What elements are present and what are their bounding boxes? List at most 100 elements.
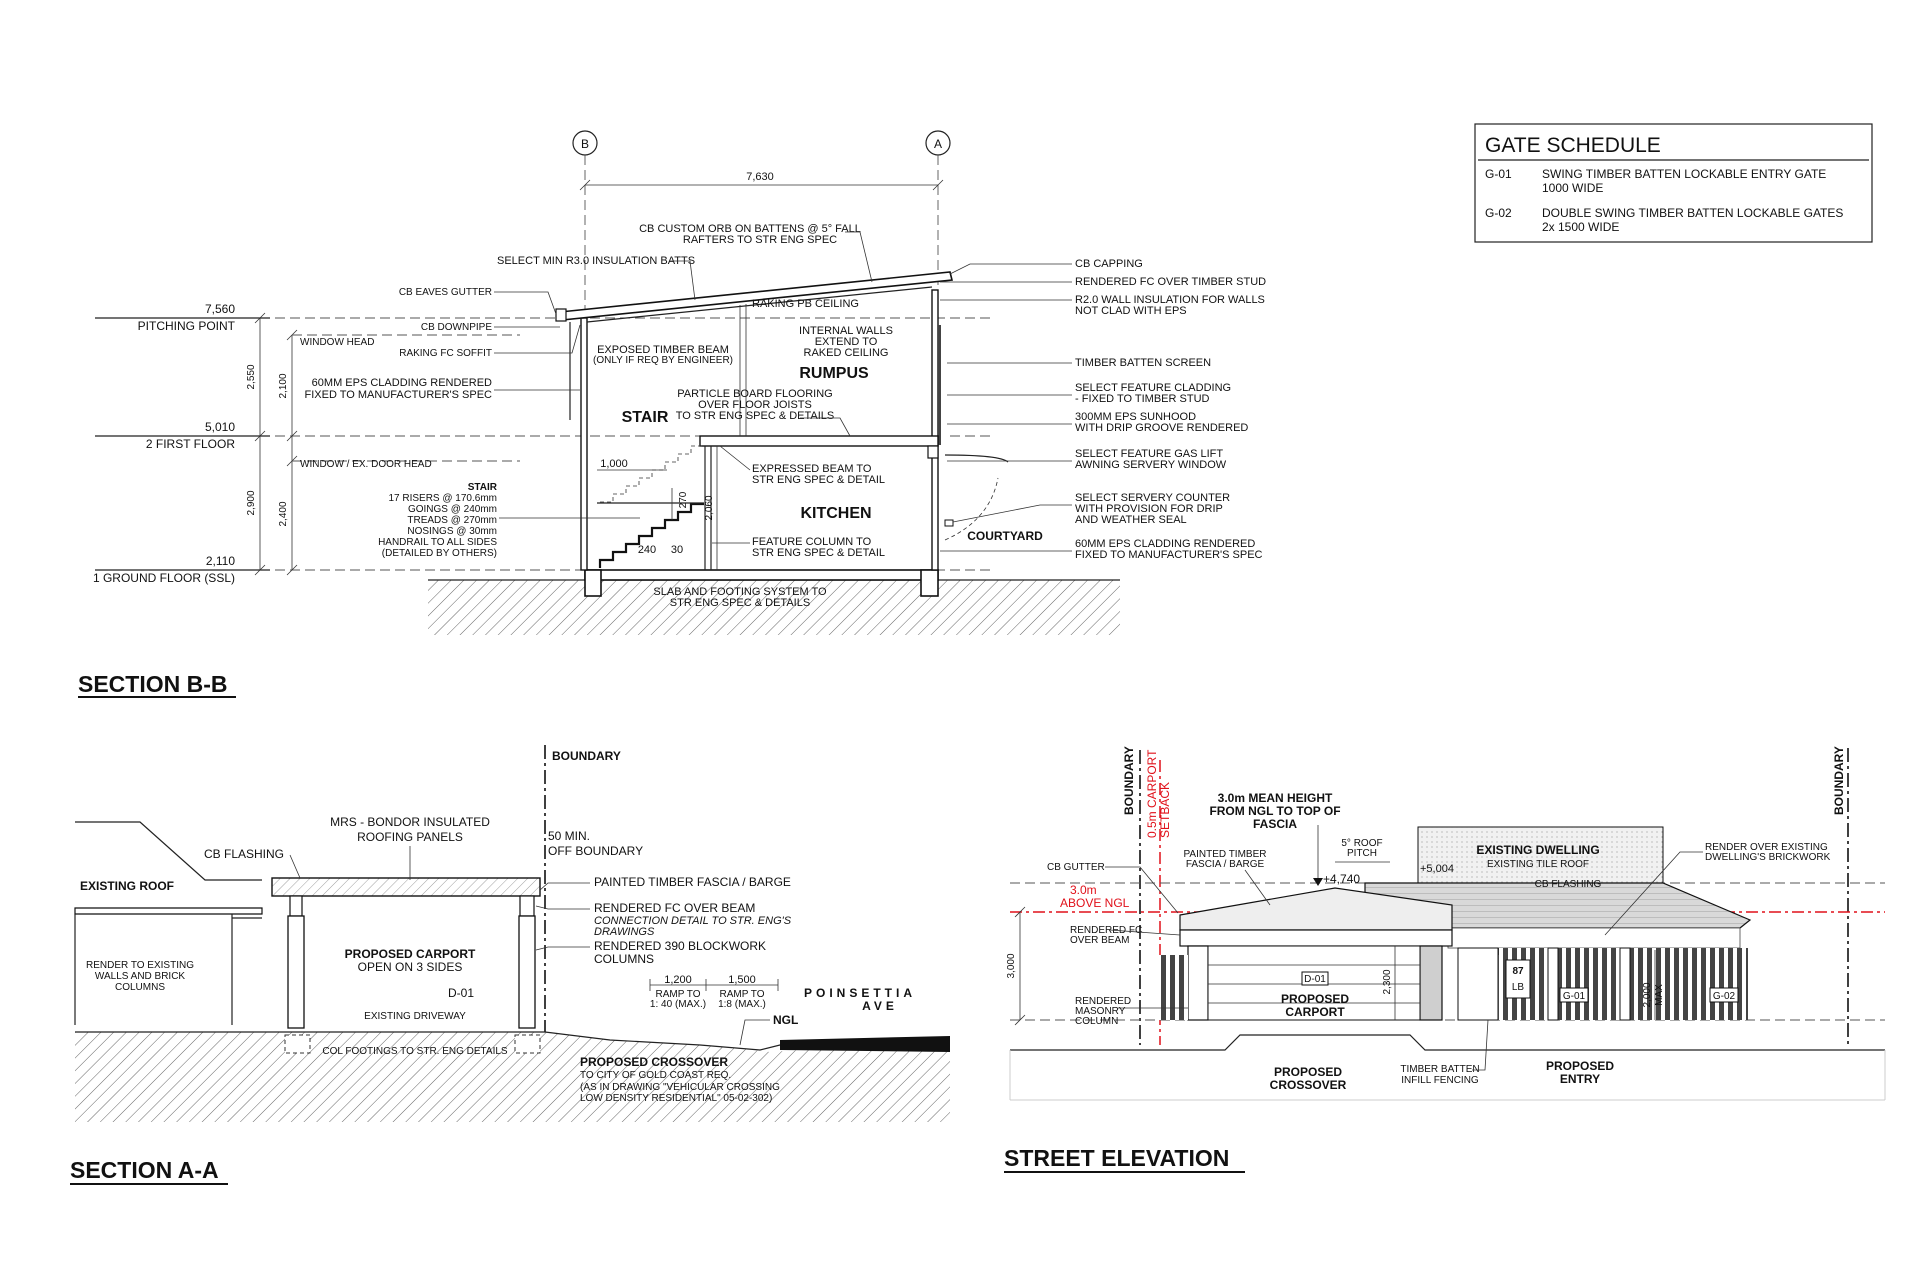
label-entry-2: ENTRY	[1560, 1072, 1600, 1086]
note-feature-column-1: FEATURE COLUMN TO	[752, 536, 872, 548]
note-rendered-fc: RENDERED FC OVER TIMBER STUD	[1075, 276, 1266, 288]
timber-batten-screen	[938, 325, 945, 445]
note-blockwork-1: RENDERED 390 BLOCKWORK	[594, 939, 766, 953]
note-feature-cladding-1: SELECT FEATURE CLADDING	[1075, 382, 1231, 394]
note-cb-flashing-aa: CB FLASHING	[204, 847, 284, 861]
dim-going: 240	[638, 544, 656, 556]
dim-upper-total: 2,550	[246, 364, 257, 389]
stair-treads	[597, 445, 704, 568]
note-roof-2: RAFTERS TO STR ENG SPEC	[683, 234, 837, 246]
note-roofing-2: ROOFING PANELS	[357, 830, 463, 844]
note-eps-right-1: 60MM EPS CLADDING RENDERED	[1075, 538, 1255, 550]
title-section-aa: SECTION A-A	[70, 1157, 219, 1183]
note-infill-fencing-2: INFILL FENCING	[1401, 1075, 1479, 1086]
note-infill-fencing-1: TIMBER BATTEN	[1400, 1064, 1479, 1075]
label-existing-driveway: EXISTING DRIVEWAY	[364, 1011, 466, 1022]
note-painted-fascia-elev-2: FASCIA / BARGE	[1186, 859, 1265, 870]
dim-stair-rise: 270	[678, 491, 689, 508]
room-rumpus: RUMPUS	[799, 365, 869, 382]
note-50-min: 50 MIN.	[548, 829, 590, 843]
dim-lower-window: 2,400	[278, 501, 289, 526]
note-awning-2: AWNING SERVERY WINDOW	[1075, 459, 1227, 471]
label-carport-elev-2: CARPORT	[1285, 1005, 1345, 1019]
note-roof-pitch-2: PITCH	[1347, 848, 1377, 859]
note-connection-2: DRAWINGS	[594, 926, 655, 938]
note-cb-gutter: CB GUTTER	[1047, 862, 1105, 873]
gate-schedule: GATE SCHEDULE G-01 SWING TIMBER BATTEN L…	[1474, 123, 1873, 243]
note-ramp1-a: RAMP TO	[655, 989, 700, 1000]
label-street-ave: AVE	[862, 999, 898, 1013]
note-internal-walls-1: INTERNAL WALLS	[799, 325, 893, 337]
note-col-footings: COL FOOTINGS TO STR. ENG DETAILS	[322, 1046, 508, 1057]
gate-schedule-title: GATE SCHEDULE	[1485, 134, 1661, 157]
label-existing-dwelling: EXISTING DWELLING	[1476, 843, 1599, 857]
dim-nosing: 30	[671, 544, 683, 556]
grid-label-b: B	[581, 137, 589, 151]
note-servery-3: AND WEATHER SEAL	[1075, 514, 1187, 526]
level-value-ground-floor: 2,110	[206, 554, 235, 568]
letterbox-number: 87	[1512, 966, 1524, 977]
gate-desc-g02-line2: 2x 1500 WIDE	[1542, 220, 1619, 234]
note-masonry-1: RENDERED	[1075, 996, 1131, 1007]
section-aa: BOUNDARY EXISTING ROOF RENDER TO EXISTIN…	[70, 745, 951, 1185]
dim-carport-2300: 2,300	[1382, 969, 1393, 994]
note-mean-height-1: 3.0m MEAN HEIGHT	[1218, 791, 1333, 805]
note-feature-column-2: STR ENG SPEC & DETAIL	[752, 547, 885, 559]
label-carport-elev-1: PROPOSED	[1281, 992, 1349, 1006]
tag-gate-g01: G-01	[1563, 991, 1586, 1002]
note-roofing-1: MRS - BONDOR INSULATED	[330, 815, 490, 829]
note-3m-above-ngl-1: 3.0m	[1070, 883, 1097, 897]
note-crossover-2: (AS IN DRAWING "VEHICULAR CROSSING	[580, 1082, 780, 1093]
note-floor-3: TO STR ENG SPEC & DETAILS	[676, 410, 835, 422]
note-painted-fascia-aa: PAINTED TIMBER FASCIA / BARGE	[594, 875, 791, 889]
dim-3000: 3,000	[1006, 953, 1017, 978]
gate-code-g01: G-01	[1485, 167, 1512, 181]
note-render-existing-elev-2: DWELLING'S BRICKWORK	[1705, 852, 1831, 863]
note-stair-detailed: (DETAILED BY OTHERS)	[382, 548, 497, 559]
label-existing-tile-roof: EXISTING TILE ROOF	[1487, 859, 1589, 870]
section-bb: B A 7,630 7,560 PITCHING POINT 5,010 2 F…	[78, 130, 1266, 698]
note-sunhood-1: 300MM EPS SUNHOOD	[1075, 411, 1196, 423]
label-entry-1: PROPOSED	[1546, 1059, 1614, 1073]
note-eps-cladding-2: FIXED TO MANUFACTURER'S SPEC	[305, 389, 493, 401]
level-4740: +4,740	[1323, 872, 1360, 886]
note-stair-handrail: HANDRAIL TO ALL SIDES	[378, 537, 497, 548]
gate-desc-g01-line2: 1000 WIDE	[1542, 181, 1603, 195]
label-crossover-elev-2: CROSSOVER	[1270, 1078, 1347, 1092]
tag-door-d01-elevation: D-01	[1304, 974, 1326, 985]
note-fc-beam-elev-1: RENDERED FC	[1070, 925, 1142, 936]
tag-door-d01-aa: D-01	[448, 986, 474, 1000]
note-exposed-beam-2: (ONLY IF REQ BY ENGINEER)	[593, 355, 733, 366]
ground-hatch	[428, 580, 1120, 635]
letterbox-label: LB	[1512, 982, 1525, 993]
label-proposed-crossover-aa: PROPOSED CROSSOVER	[580, 1055, 728, 1069]
label-setback-2: SETBACK	[1158, 782, 1172, 838]
note-eps-right-2: FIXED TO MANUFACTURER'S SPEC	[1075, 549, 1263, 561]
note-internal-walls-3: RAKED CEILING	[804, 347, 889, 359]
room-stair: STAIR	[622, 409, 669, 426]
note-stair-goings: GOINGS @ 240mm	[408, 504, 497, 515]
street-elevation: BOUNDARY 0.5m CARPORT SETBACK BOUNDARY E…	[1004, 746, 1886, 1173]
note-ramp1-b: 1: 40 (MAX.)	[650, 999, 706, 1010]
note-servery-2: WITH PROVISION FOR DRIP	[1075, 503, 1223, 515]
note-exposed-beam-1: EXPOSED TIMBER BEAM	[597, 344, 729, 356]
label-setback-1: 0.5m CARPORT	[1145, 749, 1159, 838]
gate-desc-g02-line1: DOUBLE SWING TIMBER BATTEN LOCKABLE GATE…	[1542, 206, 1843, 220]
note-servery-1: SELECT SERVERY COUNTER	[1075, 492, 1230, 504]
level-name-pitching: PITCHING POINT	[138, 319, 236, 333]
note-mean-height-2: FROM NGL TO TOP OF	[1209, 804, 1340, 818]
note-batten-screen: TIMBER BATTEN SCREEN	[1075, 357, 1211, 369]
label-cb-flashing-elevation: CB FLASHING	[1535, 879, 1602, 890]
label-boundary-right: BOUNDARY	[1832, 746, 1846, 815]
note-insulation: SELECT MIN R3.0 INSULATION BATTS	[497, 255, 695, 267]
note-sunhood-2: WITH DRIP GROOVE RENDERED	[1075, 422, 1248, 434]
note-downpipe: CB DOWNPIPE	[421, 322, 492, 333]
note-fc-beam-elev-2: OVER BEAM	[1070, 935, 1129, 946]
dim-overall: 7,630	[746, 171, 774, 183]
gate-code-g02: G-02	[1485, 206, 1512, 220]
note-floor-1: PARTICLE BOARD FLOORING	[677, 388, 832, 400]
note-masonry-2: MASONRY	[1075, 1006, 1126, 1017]
level-value-pitching: 7,560	[205, 302, 235, 316]
note-fc-beam-aa: RENDERED FC OVER BEAM	[594, 901, 755, 915]
